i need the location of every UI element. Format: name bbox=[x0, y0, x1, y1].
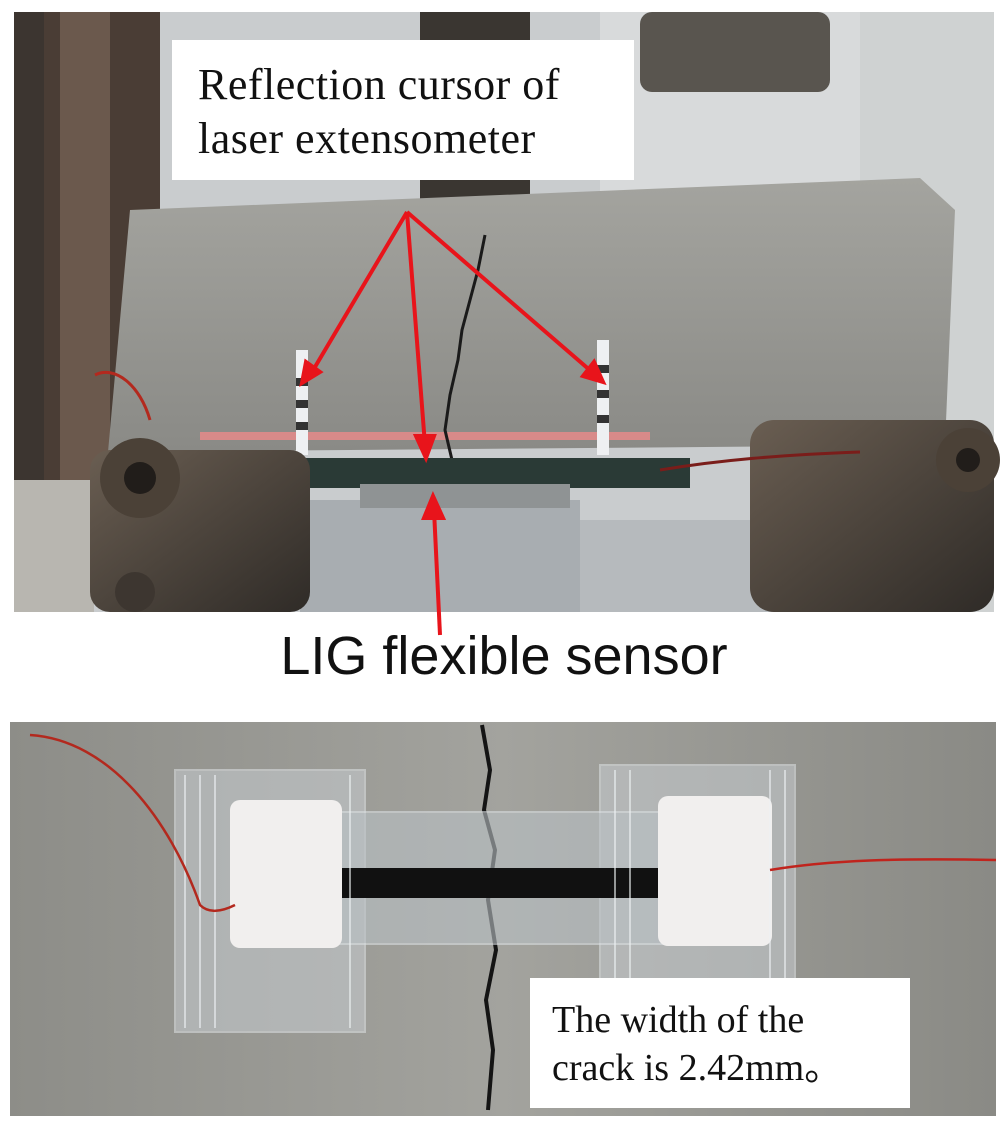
arrow-to-lig-sensor bbox=[432, 509, 442, 636]
top-caption-line2: laser extensometer bbox=[198, 114, 536, 163]
lig-sensor bbox=[360, 484, 570, 508]
red-wire-left bbox=[29, 733, 236, 912]
reflection-cursor-right bbox=[597, 340, 609, 455]
left-support-roller bbox=[90, 438, 310, 612]
annotation-arrows bbox=[299, 210, 607, 636]
red-wire-right bbox=[769, 858, 997, 872]
arrowhead-left bbox=[299, 358, 324, 388]
bottom-caption-line2: crack is 2.42mm。 bbox=[552, 1047, 843, 1089]
top-caption: Reflection cursor of laser extensometer bbox=[172, 40, 634, 180]
arrowhead-middle bbox=[412, 434, 437, 464]
arrow-to-right-cursor bbox=[405, 210, 594, 374]
arrow-to-sensor-edge bbox=[405, 211, 427, 446]
concrete-beam bbox=[108, 178, 955, 452]
arrowhead-right bbox=[579, 358, 607, 386]
arrowhead-up bbox=[421, 490, 447, 520]
arrow-to-left-cursor bbox=[310, 210, 409, 374]
lig-strip bbox=[340, 868, 670, 898]
red-wire bbox=[94, 370, 152, 421]
bottom-caption-line1: The width of the bbox=[552, 999, 805, 1041]
bottom-caption: The width of the crack is 2.42mm。 bbox=[530, 978, 910, 1108]
electrode-right bbox=[658, 796, 772, 946]
crack bbox=[443, 234, 487, 461]
top-caption-line1: Reflection cursor of bbox=[198, 60, 560, 109]
electrode-left bbox=[230, 800, 342, 948]
sensor-label: LIG flexible sensor bbox=[280, 626, 728, 686]
machine-clamp bbox=[640, 12, 830, 92]
right-support-roller bbox=[750, 420, 1000, 612]
